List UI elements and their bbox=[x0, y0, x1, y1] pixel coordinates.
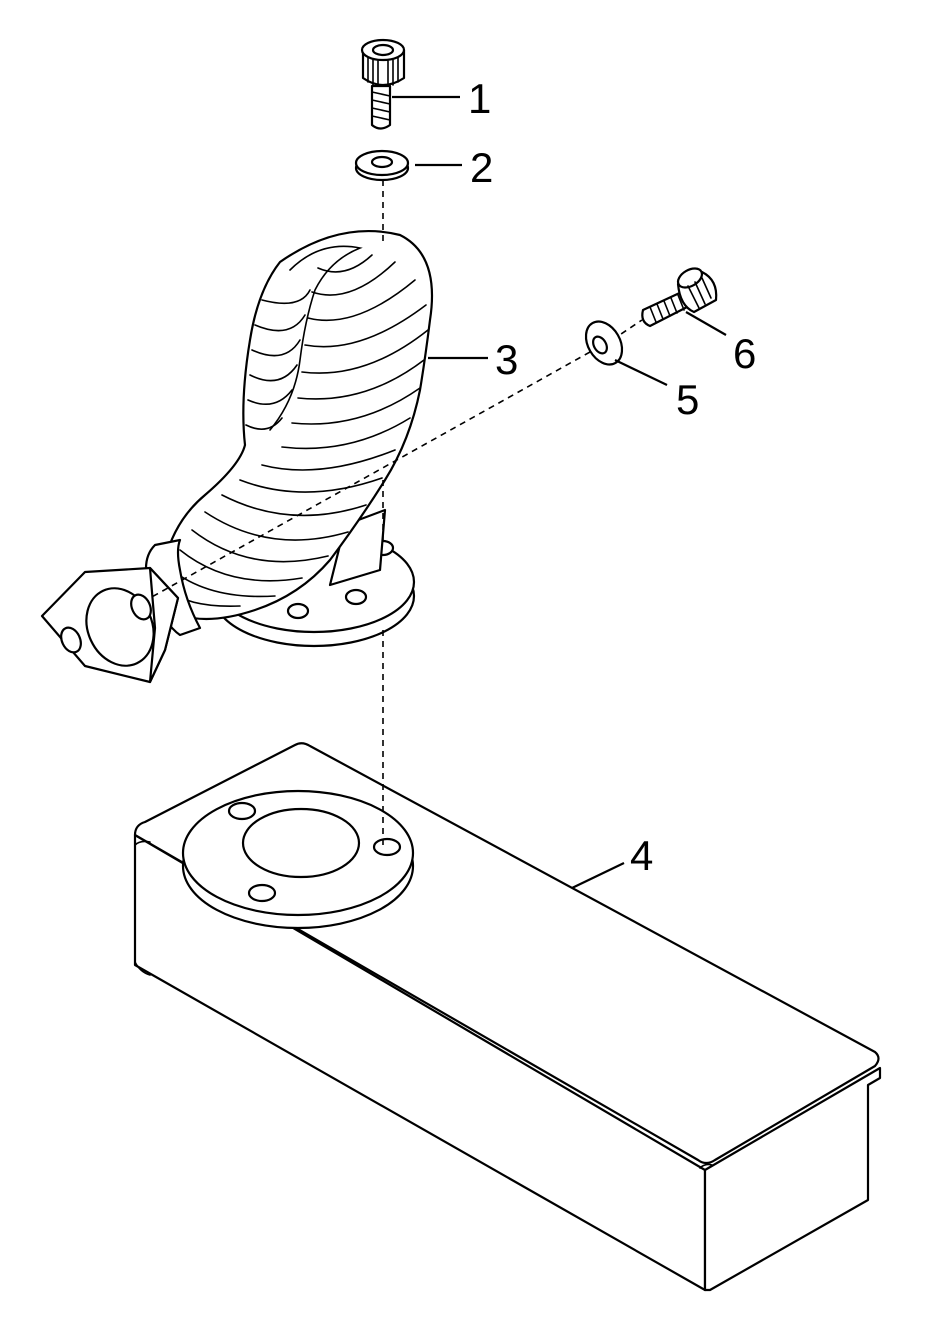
cap-screw-icon bbox=[641, 267, 718, 328]
flexible-exhaust-hose-icon bbox=[40, 229, 434, 684]
callout-2: 2 bbox=[470, 144, 493, 191]
callout-6: 6 bbox=[733, 330, 756, 377]
callout-3: 3 bbox=[495, 336, 518, 383]
lock-washer-icon bbox=[584, 320, 624, 366]
base-housing-icon bbox=[133, 742, 882, 1292]
flat-washer-icon bbox=[354, 149, 410, 182]
assembly-centerlines bbox=[149, 180, 643, 845]
callout-4: 4 bbox=[630, 832, 653, 879]
callout-1: 1 bbox=[468, 75, 491, 122]
callout-labels: 1 2 3 4 5 6 bbox=[468, 75, 756, 879]
callout-5: 5 bbox=[676, 376, 699, 423]
socket-head-screw-icon bbox=[360, 38, 406, 130]
leader-lines bbox=[392, 95, 727, 889]
